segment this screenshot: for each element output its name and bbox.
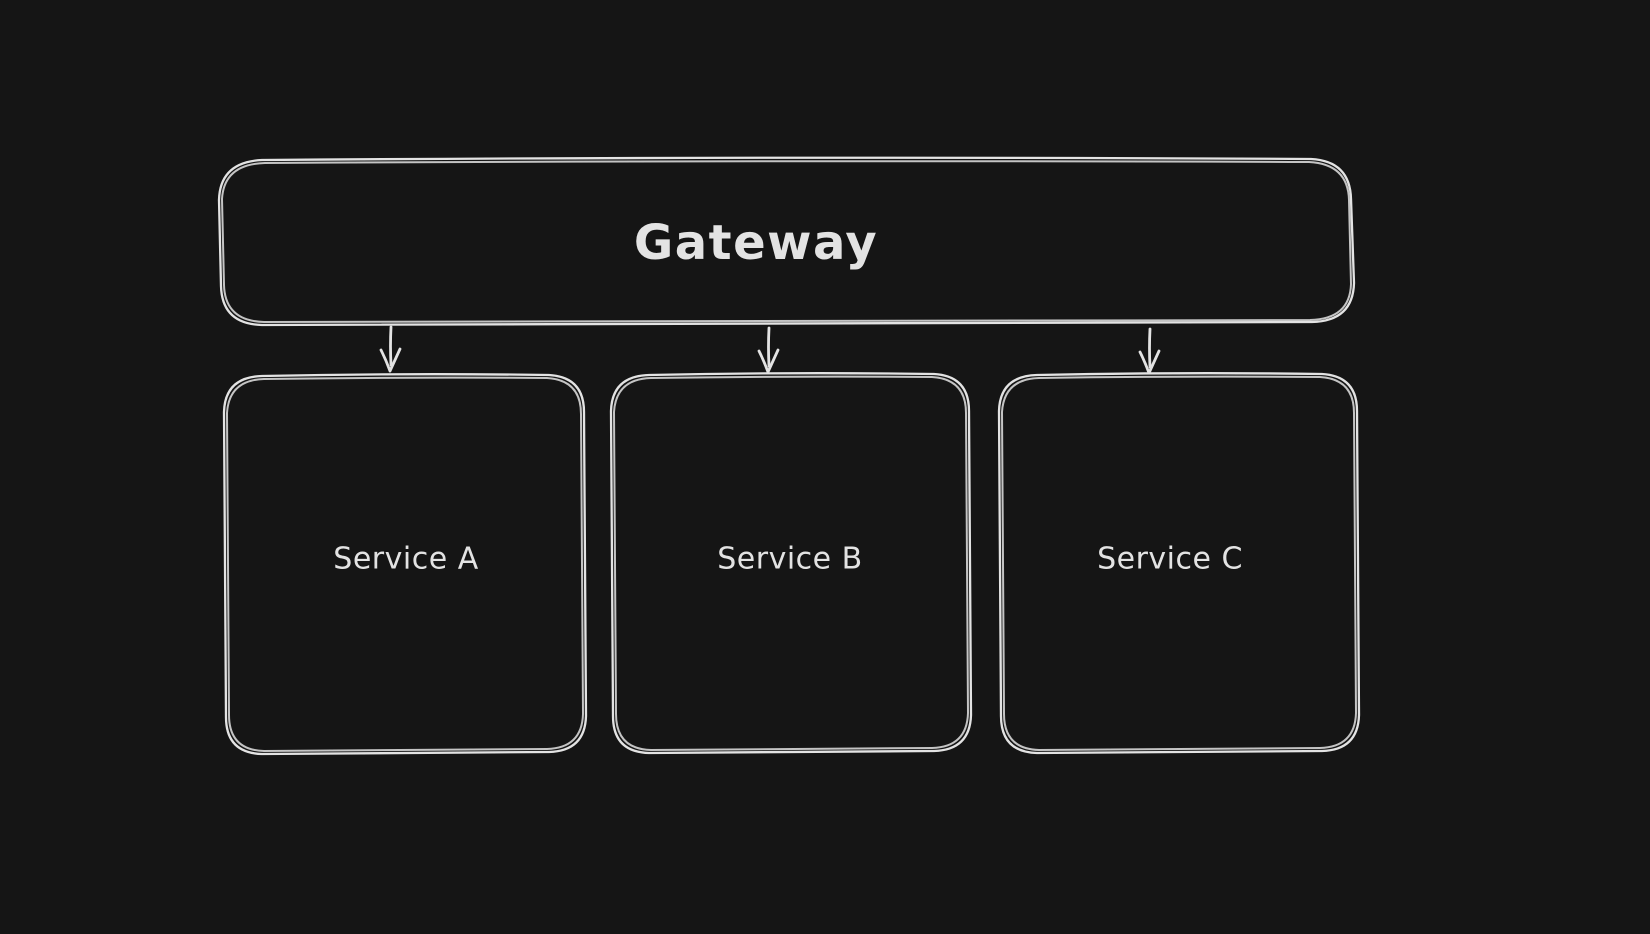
- edge-b-line: [767, 326, 771, 368]
- arrowhead-down-icon: [757, 348, 780, 374]
- service-a-box-overdraw: [226, 376, 584, 752]
- service-b-box-overdraw: [613, 375, 969, 751]
- service-c-node: Service C: [997, 372, 1361, 755]
- gateway-label: Gateway: [634, 215, 878, 271]
- arrowhead-down-icon: [379, 347, 402, 373]
- gateway-box: [217, 156, 1356, 327]
- edge-a-line: [389, 325, 393, 367]
- service-c-label: Service C: [1097, 542, 1243, 577]
- edge-gateway-to-service-a: [379, 325, 402, 373]
- edge-gateway-to-service-c: [1138, 327, 1161, 375]
- service-a-node: Service A: [222, 373, 588, 756]
- service-c-box: [997, 372, 1361, 755]
- gateway-box-overdraw: [221, 160, 1352, 323]
- service-a-label: Service A: [333, 542, 478, 577]
- edge-c-line: [1148, 327, 1152, 369]
- edge-gateway-to-service-b: [757, 326, 780, 374]
- service-b-node: Service B: [609, 372, 973, 755]
- service-a-box: [222, 373, 588, 756]
- gateway-node: Gateway: [217, 156, 1356, 327]
- service-c-box-overdraw: [1001, 375, 1357, 751]
- service-b-box: [609, 372, 973, 755]
- service-b-label: Service B: [717, 542, 863, 577]
